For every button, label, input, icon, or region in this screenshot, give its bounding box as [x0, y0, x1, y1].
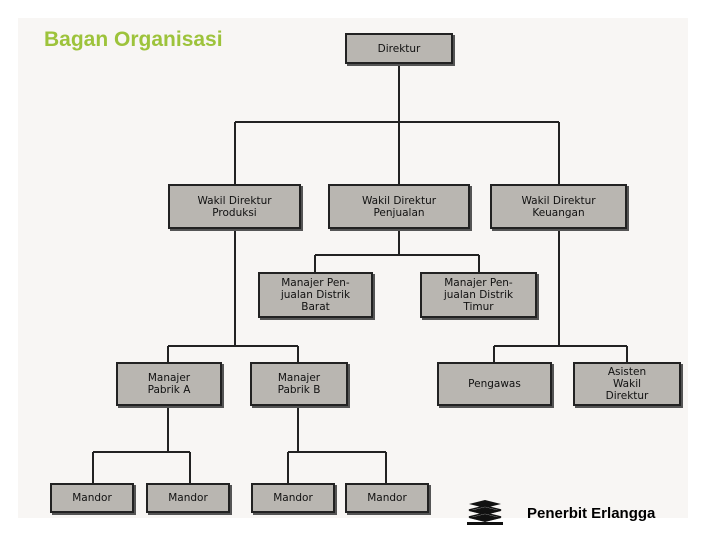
stacked-books-logo-icon [467, 500, 503, 525]
node-direktur: Direktur [345, 33, 453, 64]
node-manajer-pabrik-a: Manajer Pabrik A [116, 362, 222, 406]
page-title: Bagan Organisasi [44, 28, 223, 51]
node-wakil-direktur-penjualan: Wakil Direktur Penjualan [328, 184, 470, 229]
publisher-name: Penerbit Erlangga [527, 505, 656, 522]
node-mandor-3: Mandor [251, 483, 335, 513]
node-mandor-2: Mandor [146, 483, 230, 513]
node-pengawas: Pengawas [437, 362, 552, 406]
node-wakil-direktur-keuangan: Wakil Direktur Keuangan [490, 184, 627, 229]
node-manajer-penjualan-timur: Manajer Pen- jualan Distrik Timur [420, 272, 537, 318]
node-manajer-pabrik-b: Manajer Pabrik B [250, 362, 348, 406]
node-asisten-wakil-direktur: Asisten Wakil Direktur [573, 362, 681, 406]
node-wakil-direktur-produksi: Wakil Direktur Produksi [168, 184, 301, 229]
node-mandor-1: Mandor [50, 483, 134, 513]
node-manajer-penjualan-barat: Manajer Pen- jualan Distrik Barat [258, 272, 373, 318]
node-mandor-4: Mandor [345, 483, 429, 513]
